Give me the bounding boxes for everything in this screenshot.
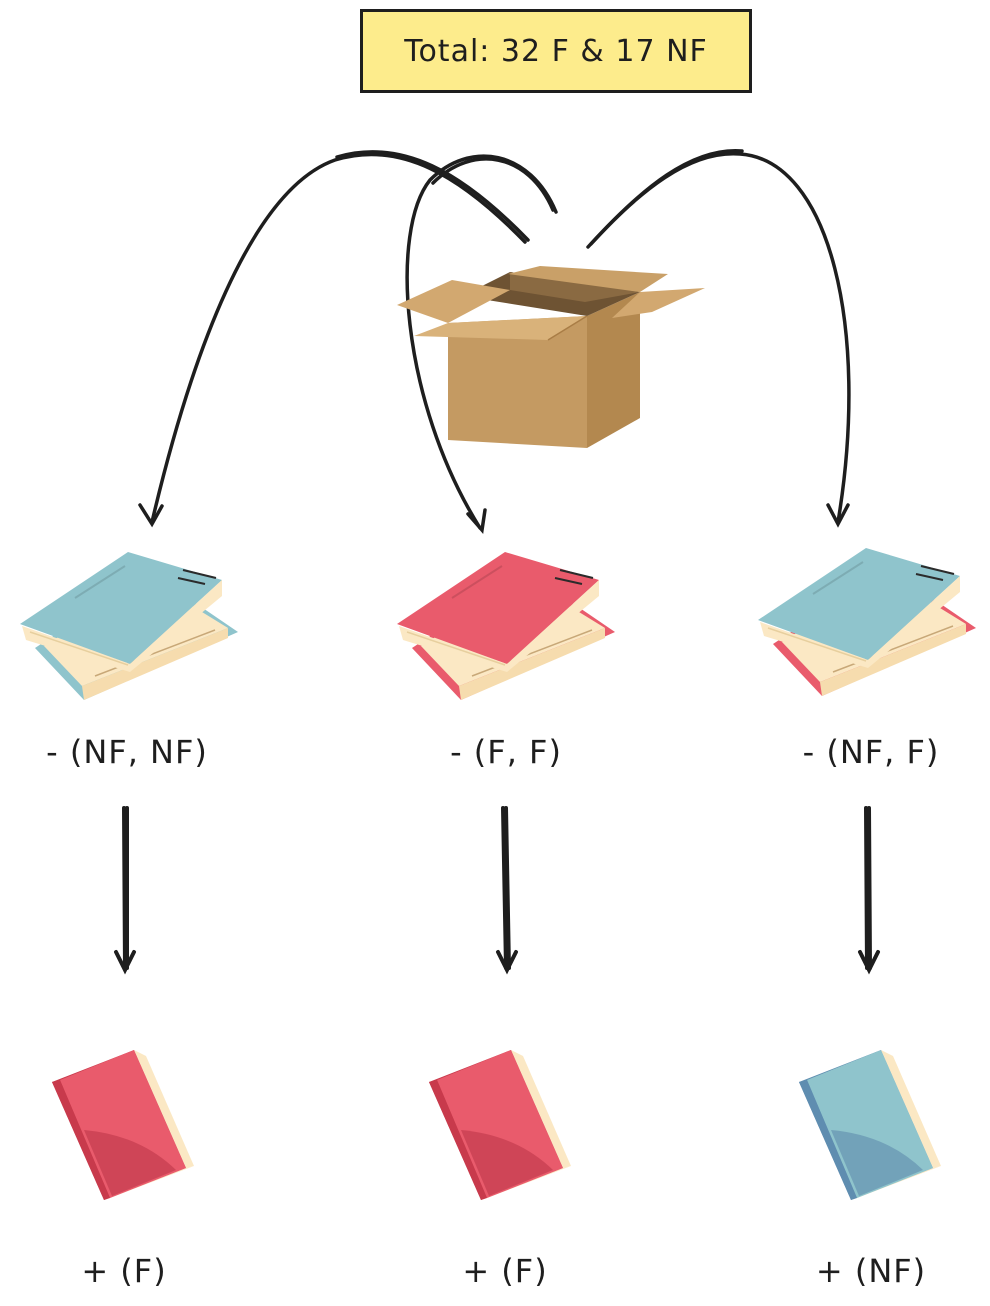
book-stack-icon-1	[20, 552, 238, 700]
removed-label-3: - (NF, F)	[802, 733, 940, 771]
added-label-1: + (F)	[81, 1252, 167, 1290]
arrow-to-branch-2	[405, 154, 558, 534]
arrow-down-1	[114, 806, 136, 975]
arrow-to-branch-3	[586, 149, 851, 528]
book-icon-1	[52, 1050, 194, 1200]
arrow-to-branch-1	[138, 150, 530, 528]
book-stack-icon-3	[758, 548, 976, 696]
total-title: Total: 32 F & 17 NF	[404, 33, 708, 69]
added-label-2: + (F)	[462, 1252, 548, 1290]
box-icon	[397, 266, 705, 448]
removed-label-2: - (F, F)	[450, 733, 562, 771]
book-icon-2	[429, 1050, 571, 1200]
book-icon-3	[799, 1050, 941, 1200]
added-label-3: + (NF)	[815, 1252, 927, 1290]
total-title-box: Total: 32 F & 17 NF	[360, 9, 752, 93]
book-stack-icon-2	[397, 552, 615, 700]
removed-label-1: - (NF, NF)	[46, 733, 208, 771]
arrow-down-3	[858, 806, 880, 975]
arrow-down-2	[496, 806, 518, 975]
